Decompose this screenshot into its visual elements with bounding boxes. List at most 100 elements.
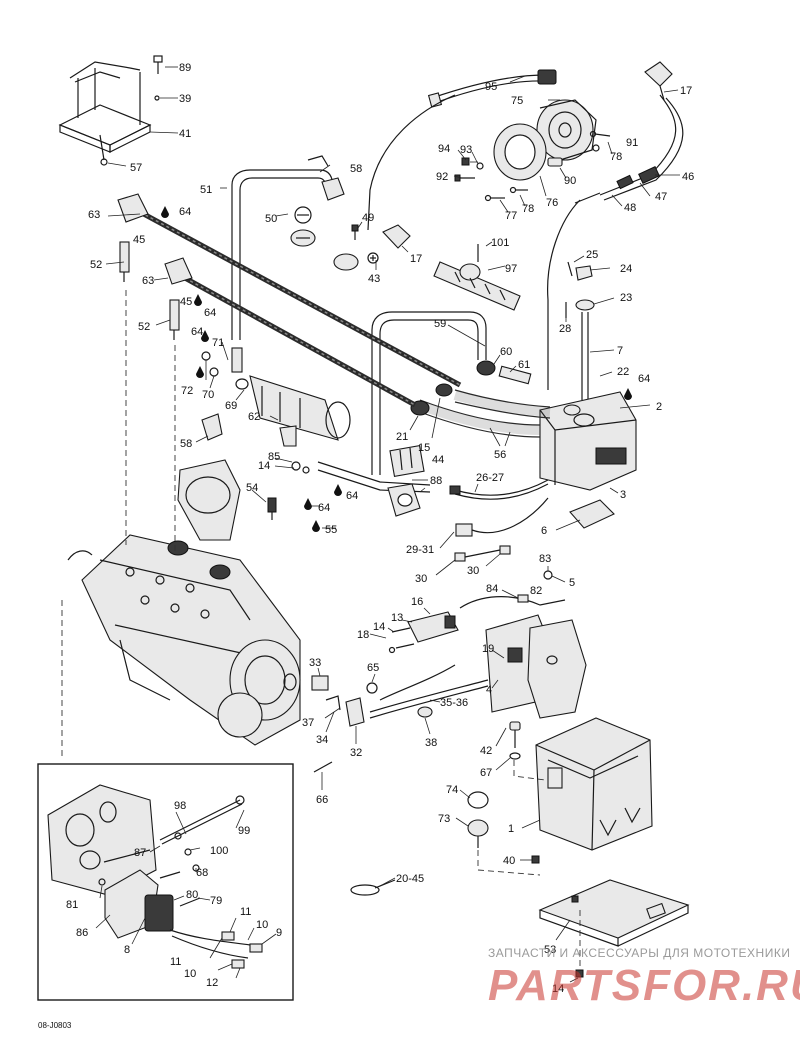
- connector-33: [311, 675, 329, 691]
- callout-22: 22: [617, 366, 629, 378]
- callout-82: 82: [530, 585, 542, 597]
- callout-78b: 78: [522, 203, 534, 215]
- callout-80: 80: [186, 889, 198, 901]
- callout-34: 34: [316, 734, 328, 746]
- callout-1: 1: [508, 823, 514, 835]
- ignition-cable-lower: [183, 275, 417, 408]
- callout-45: 45: [133, 234, 145, 246]
- callout-74: 74: [446, 784, 458, 796]
- rivet-66: [313, 761, 333, 773]
- bolt-65: [366, 682, 378, 694]
- callout-53: 53: [544, 944, 556, 956]
- drops-64: [161, 206, 632, 532]
- leader-lines: [95, 75, 680, 983]
- callout-28: 28: [559, 323, 571, 335]
- callout-7: 7: [617, 345, 623, 357]
- dash-battery-2: [477, 850, 541, 876]
- callout-75: 75: [511, 95, 523, 107]
- callout-11b: 11: [170, 956, 181, 968]
- elbow-62: [279, 425, 297, 447]
- strap-6: [569, 499, 615, 529]
- screw-94: [461, 157, 470, 166]
- hoses-56: [418, 389, 551, 438]
- callout-89: 89: [179, 62, 191, 74]
- callout-30b: 30: [467, 565, 479, 577]
- screw-49: [351, 224, 359, 240]
- cap-73: [467, 819, 489, 848]
- callout-94: 94: [438, 143, 450, 155]
- callout-63: 63: [88, 209, 100, 221]
- cable-routing: [367, 94, 456, 231]
- callout-5: 5: [569, 577, 575, 589]
- part-32: [345, 697, 365, 727]
- callout-87: 87: [134, 847, 146, 859]
- cable-59: [371, 311, 487, 475]
- callout-99: 99: [238, 825, 250, 837]
- callout-41: 41: [179, 128, 191, 140]
- callout-79: 79: [210, 895, 222, 907]
- callout-70: 70: [202, 389, 214, 401]
- callout-19: 19: [482, 643, 494, 655]
- fitting-22: [563, 404, 581, 416]
- callout-72: 72: [181, 385, 193, 397]
- watermark-brand: PARTSFOR.RU: [488, 961, 800, 1010]
- callout-25: 25: [586, 249, 598, 261]
- callout-88: 88: [430, 475, 442, 487]
- screw-78: [509, 186, 528, 194]
- callout-3: 3: [620, 489, 626, 501]
- washer-67: [509, 752, 521, 760]
- engine: [81, 459, 301, 746]
- watermark: ЗАПЧАСТИ И АКСЕССУАРЫ ДЛЯ МОТОТЕХНИКИ PA…: [488, 946, 800, 1010]
- clamp-58b: [201, 413, 223, 441]
- callout-43: 43: [368, 273, 380, 285]
- connector-16: [407, 611, 459, 643]
- fitting-60: [476, 360, 496, 376]
- callout-93: 93: [460, 144, 472, 156]
- callout-50: 50: [265, 213, 277, 225]
- shaft-7: [581, 312, 589, 400]
- strap-74: [467, 791, 489, 809]
- callout-68: 68: [196, 867, 208, 879]
- callout-17b: 17: [410, 253, 422, 265]
- callout-63b: 63: [142, 275, 154, 287]
- callout-62: 62: [248, 411, 260, 423]
- nut-14-bottom: [575, 969, 584, 978]
- callout-30: 30: [415, 573, 427, 585]
- callout-76: 76: [546, 197, 558, 209]
- callout-26-27: 26-27: [476, 472, 504, 484]
- callout-98: 98: [174, 800, 186, 812]
- watermark-tagline: ЗАПЧАСТИ И АКСЕССУАРЫ ДЛЯ МОТОТЕХНИКИ: [488, 946, 790, 960]
- pin-25: [567, 261, 573, 277]
- harness-26-27: [449, 479, 549, 500]
- battery-bracket: [58, 61, 152, 166]
- callout-64b: 64: [179, 206, 191, 218]
- callout-49: 49: [362, 212, 374, 224]
- callout-52: 52: [90, 259, 102, 271]
- callout-90: 90: [564, 175, 576, 187]
- fitting-21: [410, 400, 430, 416]
- oil-tank-2: [539, 391, 637, 491]
- callout-92: 92: [436, 171, 448, 183]
- throttle-cable-46: [599, 94, 684, 201]
- screw-91: [589, 130, 611, 138]
- callout-47: 47: [655, 191, 667, 203]
- dash-battery-1: [513, 760, 546, 781]
- leader-41: [149, 131, 179, 134]
- screws-70-72: [201, 351, 219, 377]
- harness-35-36: [369, 664, 489, 719]
- callout-67: 67: [480, 767, 492, 779]
- pulley-75: [536, 99, 597, 161]
- inset-magneto: [47, 784, 263, 969]
- callout-65: 65: [367, 662, 379, 674]
- bushing-90: [547, 157, 563, 167]
- callout-23: 23: [620, 292, 632, 304]
- callout-86: 86: [76, 927, 88, 939]
- harness-29-31: [454, 497, 549, 562]
- callout-14b: 14: [373, 621, 385, 633]
- callout-2: 2: [656, 401, 662, 413]
- fitting-61: [498, 365, 532, 385]
- plate-76: [493, 123, 547, 181]
- callout-14: 14: [258, 460, 270, 472]
- callout-71: 71: [212, 337, 224, 349]
